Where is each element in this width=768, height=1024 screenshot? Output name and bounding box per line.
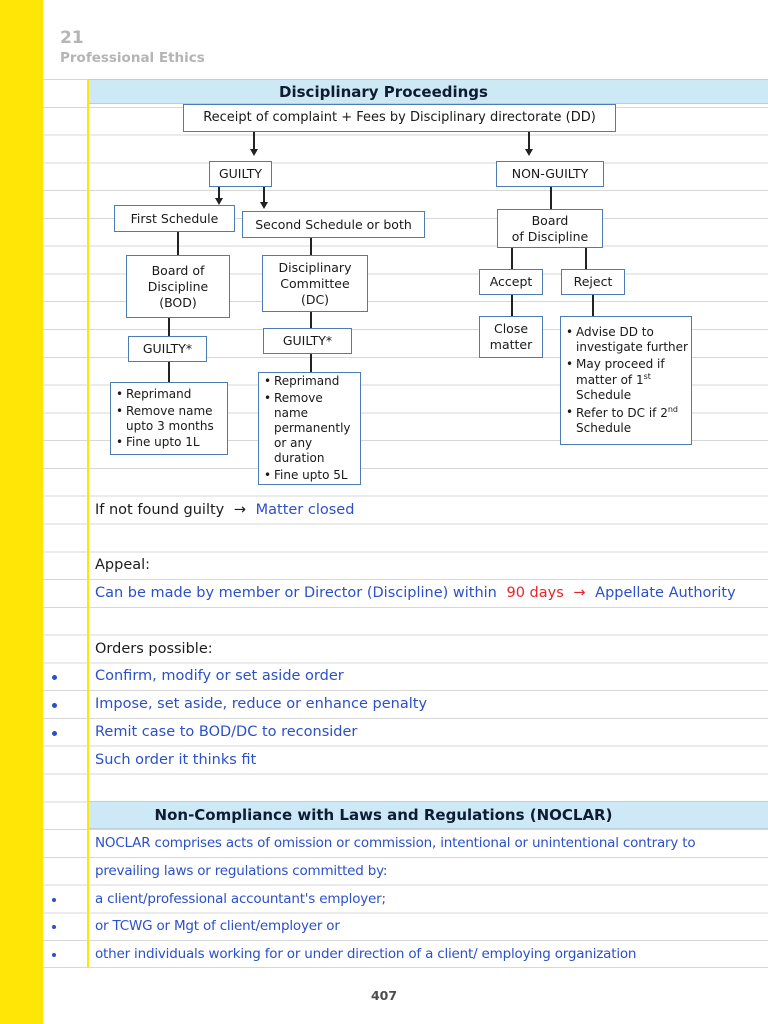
bullet-dot-icon [52,925,56,929]
flow-box-dc-penalties: Reprimand Remove name permanently or any… [258,372,361,485]
connector [511,295,513,316]
appeal-text: Can be made by member or Director (Disci… [95,585,497,601]
flow-box-second-schedule: Second Schedule or both [242,211,425,238]
flow-box-guilty-star-left: GUILTY* [128,336,207,362]
connector [168,361,170,382]
noclar-intro-line: prevailing laws or regulations committed… [95,863,388,879]
penalty-item: Remove name permanently or any duration [264,391,359,465]
left-margin-bar [0,0,43,1024]
connector [168,318,170,336]
penalty-item: Remove name upto 3 months [116,404,226,434]
noclar-intro-line: NOCLAR comprises acts of omission or com… [95,835,696,851]
note-result: Matter closed [255,502,355,518]
page-number: 407 [370,988,398,1003]
connector [592,295,594,316]
order-item: Remit case to BOD/DC to reconsider [95,724,358,740]
noclar-item: or TCWG or Mgt of client/employer or [95,918,340,934]
flow-box-bod-penalties: Reprimand Remove name upto 3 months Fine… [110,382,228,455]
flow-box-accept: Accept [479,269,543,295]
appeal-heading: Appeal: [95,557,151,573]
reject-action-item: Advise DD to investigate further [566,325,690,355]
flow-box-guilty-star-right: GUILTY* [263,328,352,354]
appeal-days: 90 days [506,585,564,601]
section-title: Disciplinary Proceedings [279,82,488,101]
flow-box-close-matter: Close matter [479,316,543,358]
note-text: If not found guilty [95,502,225,518]
arrow-down-icon [260,202,268,209]
flow-box-first-schedule: First Schedule [114,205,235,232]
order-item: Confirm, modify or set aside order [95,668,344,684]
reject-action-list: Advise DD to investigate further May pro… [561,322,691,438]
arrow-down-icon [215,198,223,205]
connector [310,353,312,372]
bullet-dot-icon [52,731,57,736]
reject-action-item: Refer to DC if 2nd Schedule [566,405,690,436]
arrow-right-icon: → [573,585,586,601]
chapter-number: 21 [60,28,84,48]
connector [585,248,587,269]
flow-box-board-of-discipline-bod: Board of Discipline (BOD) [126,255,230,318]
arrow-down-icon [250,149,258,156]
connector [263,187,265,202]
orders-heading: Orders possible: [95,641,213,657]
bullet-dot-icon [52,898,56,902]
note-not-found-guilty: If not found guilty → Matter closed [95,496,354,524]
flow-box-board-of-discipline: Board of Discipline [497,209,603,248]
dc-penalty-list: Reprimand Remove name permanently or any… [259,371,360,485]
reject-action-item: May proceed if matter of 1st Schedule [566,357,690,403]
section-banner-disciplinary-proceedings: Disciplinary Proceedings [89,79,768,104]
flow-box-guilty: GUILTY [209,161,272,187]
flow-box-reject-actions: Advise DD to investigate further May pro… [560,316,692,445]
penalty-item: Reprimand [264,374,359,389]
vertical-margin-line [87,79,89,968]
chapter-title: Professional Ethics [60,50,205,66]
connector [218,187,220,199]
connector [550,187,552,209]
bullet-dot-icon [52,953,56,957]
connector [310,312,312,328]
penalty-item: Reprimand [116,387,226,402]
arrow-down-icon [525,149,533,156]
order-item: Impose, set aside, reduce or enhance pen… [95,696,428,712]
penalty-item: Fine upto 1L [116,435,226,450]
noclar-item: other individuals working for or under d… [95,946,637,962]
appeal-authority: Appellate Authority [595,585,736,601]
connector [528,132,530,149]
bod-penalty-list: Reprimand Remove name upto 3 months Fine… [111,384,227,454]
noclar-item: a client/professional accountant's emplo… [95,891,386,907]
flow-box-non-guilty: NON-GUILTY [496,161,604,187]
arrow-right-icon: → [233,502,246,518]
flow-box-disciplinary-committee: Disciplinary Committee (DC) [262,255,368,312]
flow-box-reject: Reject [561,269,625,295]
penalty-item: Fine upto 5L [264,468,359,483]
connector [310,238,312,255]
bullet-dot-icon [52,675,57,680]
connector [253,132,255,149]
connector [177,232,179,255]
flow-box-receipt: Receipt of complaint + Fees by Disciplin… [183,104,616,132]
appeal-line: Can be made by member or Director (Disci… [95,579,736,607]
bullet-dot-icon [52,703,57,708]
section-banner-noclar: Non-Compliance with Laws and Regulations… [89,801,768,829]
section-title: Non-Compliance with Laws and Regulations… [154,806,613,824]
order-item: Such order it thinks fit [95,752,257,768]
connector [511,248,513,269]
